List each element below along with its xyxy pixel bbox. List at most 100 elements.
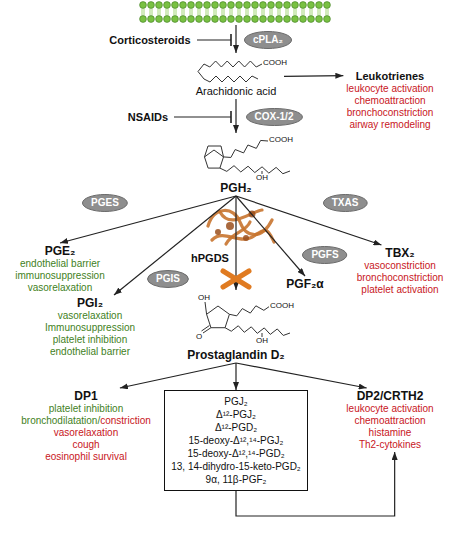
lipid-head (324, 16, 331, 23)
node-heading: Arachidonic acid (191, 85, 281, 98)
molecule-bond (225, 326, 290, 336)
lipid-tail (176, 9, 177, 16)
lipid-tail (230, 9, 231, 16)
pathway-arrow (235, 99, 236, 133)
lipid-tail (240, 9, 241, 16)
node-text: 15-deoxy-Δ¹²,¹⁴-PGD₂ (171, 447, 301, 460)
node-heading: DP2/CRTH2 (346, 389, 433, 403)
lipid-head (252, 16, 259, 23)
molecule-bond (229, 306, 270, 316)
enzyme-ellipse-shape (323, 195, 367, 212)
node-text: 15-deoxy-Δ¹²,¹⁴-PGJ₂ (171, 434, 301, 447)
enzyme-ellipse: cPLA₂ (244, 31, 292, 49)
lipid-tail (182, 9, 183, 16)
lipid-head (148, 16, 155, 23)
node-text: bronchoconstriction (346, 107, 433, 119)
node-text: leukocyte activation (346, 83, 433, 95)
lipid-head (260, 16, 267, 23)
lipid-head (204, 2, 211, 9)
atom-label: OH (255, 174, 269, 182)
lipid-head (236, 2, 243, 9)
molecule-node: PGH₂ (196, 133, 276, 196)
receptor-node: DP1platelet inhibitionbronchodilatation/… (18, 388, 154, 464)
protein-structure (208, 210, 274, 244)
protein-ribbon (212, 230, 274, 242)
lipid-head (324, 2, 331, 9)
lipid-tail (222, 9, 223, 16)
prostanoid-node: PGE₂endothelial barrierimmunosuppression… (12, 243, 108, 295)
node-text: histamine (346, 427, 433, 439)
lipid-tail (190, 9, 191, 16)
node-heading: TXAS (332, 197, 359, 209)
node-text: platelet inhibition (45, 334, 135, 346)
prostanoid-node: PGI₂vasorelaxationImmunosuppressionplate… (42, 295, 138, 359)
lipid-head (156, 16, 163, 23)
node-text: endothelial barrier (15, 258, 105, 270)
enzyme-ellipse-shape (148, 271, 189, 288)
lipid-head (172, 16, 179, 23)
node-text: vasorelaxation (15, 282, 105, 294)
lipid-head (164, 2, 171, 9)
atom-label: COOH (268, 136, 294, 144)
lipid-head (188, 2, 195, 9)
inhibition-cross (223, 271, 249, 287)
lipid-tail (318, 9, 319, 16)
lipid-head (316, 2, 323, 9)
node-heading: PGJ₂ (171, 395, 301, 408)
node-text: airway remodeling (346, 119, 433, 131)
node-text: platelet inhibition (21, 403, 151, 415)
molecule-bond (204, 76, 258, 82)
node-text: 9α, 11β-PGF₂ (171, 473, 301, 486)
cell-membrane (140, 2, 331, 23)
protein-blob (226, 222, 234, 230)
inhibition-bar (230, 34, 232, 46)
inhibition-cross (223, 271, 249, 287)
lipid-tail (326, 9, 327, 16)
molecule-ring (204, 150, 223, 168)
mediator-node: Leukotrienesleukocyte activationchemoatt… (343, 68, 436, 132)
molecule-bond (198, 64, 204, 79)
lipid-tail (278, 9, 279, 16)
node-text: chemoattraction (346, 415, 433, 427)
lipid-tail (214, 9, 215, 16)
lipid-tail (296, 9, 297, 16)
lipid-head (228, 16, 235, 23)
molecule-bond (205, 302, 207, 314)
lipid-tail (320, 9, 321, 16)
node-text: endothelial barrier (45, 346, 135, 358)
lipid-head (308, 2, 315, 9)
lipid-head (188, 16, 195, 23)
lipid-head (300, 2, 307, 9)
lipid-tail (312, 9, 313, 16)
node-text: 13, 14-dihydro-15-keto-PGD₂ (171, 460, 301, 473)
node-text: Th2-cytokines (346, 439, 433, 451)
lipid-tail (158, 9, 159, 16)
molecule-bond (203, 328, 211, 333)
lipid-tail (280, 9, 281, 16)
node-heading: cPLA₂ (253, 34, 283, 46)
lipid-head (284, 16, 291, 23)
inhibition-line (174, 116, 231, 117)
lipid-head (276, 2, 283, 9)
lipid-tail (238, 9, 239, 16)
enzyme-ellipse-shape (246, 109, 302, 126)
node-heading: PGFS (311, 249, 338, 261)
metabolite-box: PGJ₂Δ¹²-PGJ₂Δ¹²-PGD₂15-deoxy-Δ¹²,¹⁴-PGJ₂… (164, 390, 308, 491)
lipid-tail (198, 9, 199, 16)
node-text: vasorelaxation (21, 427, 151, 439)
enzyme-ellipse-shape (83, 195, 128, 212)
lipid-head (284, 2, 291, 9)
enzyme-ellipse-shape (244, 32, 291, 49)
lipid-head (212, 16, 219, 23)
node-heading: COX-1/2 (255, 111, 294, 123)
node-text: Immunosuppression (45, 322, 135, 334)
enzyme-ellipse: PGFS (302, 246, 347, 264)
pathway-arrow (235, 363, 236, 390)
lipid-tail (150, 9, 151, 16)
lipid-head (180, 16, 187, 23)
enzyme-ellipse: COX-1/2 (246, 108, 303, 126)
lipid-tail (206, 9, 207, 16)
lipid-head (268, 2, 275, 9)
node-text: vasoconstriction (357, 260, 444, 272)
drug-label: NSAIDs (128, 112, 168, 123)
